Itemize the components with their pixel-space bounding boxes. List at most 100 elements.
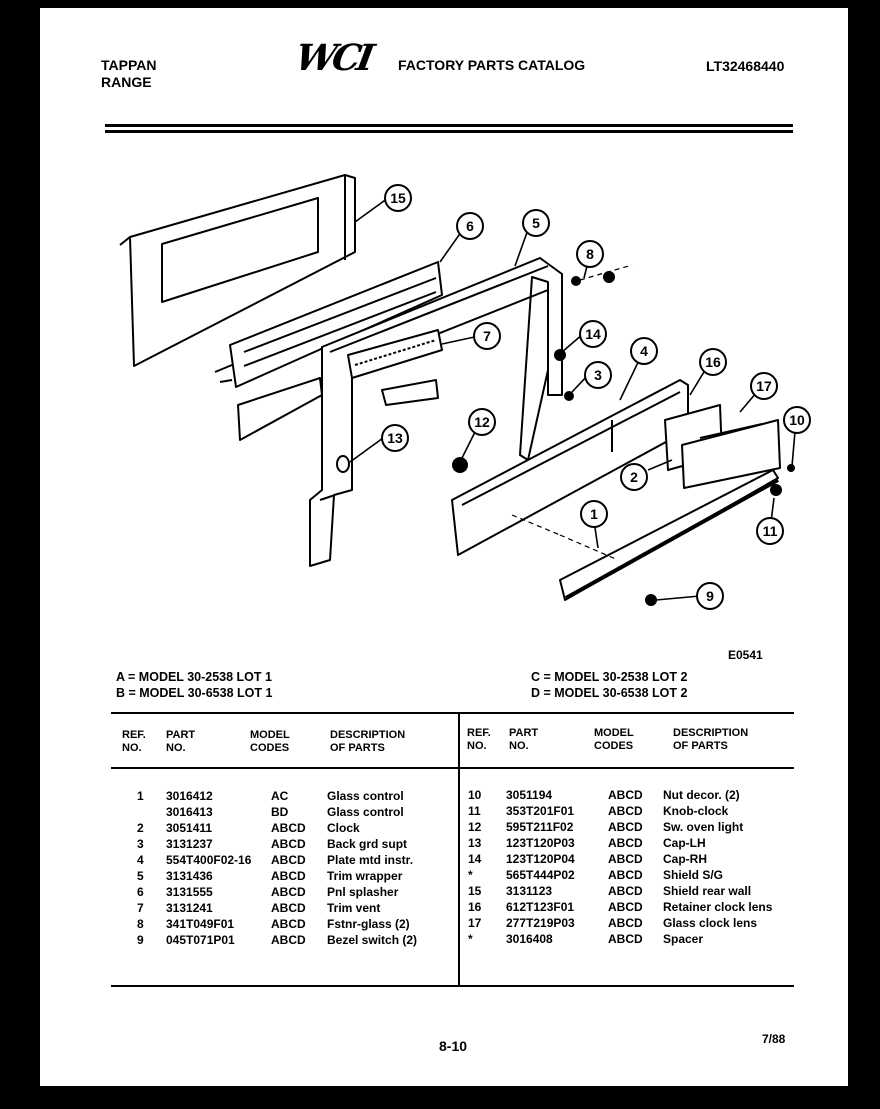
cell-desc: Trim wrapper: [327, 869, 403, 883]
cell-desc: Sw. oven light: [663, 820, 744, 834]
cell-part: 045T071P01: [166, 933, 235, 947]
callout-number: 13: [387, 430, 403, 446]
table-header-rule: [111, 767, 794, 769]
cell-desc: Retainer clock lens: [663, 900, 773, 914]
callout-number: 8: [586, 246, 594, 262]
cell-desc: Glass clock lens: [663, 916, 758, 930]
cell-part: 3051411: [166, 821, 213, 835]
cell-codes: ABCD: [608, 916, 643, 930]
cell-part: 3131241: [166, 901, 213, 915]
cell-codes: ABCD: [271, 869, 306, 883]
callout-number: 11: [763, 523, 778, 539]
callout-circle: [579, 320, 607, 348]
cell-part: 353T201F01: [506, 804, 575, 818]
cell-codes: ABCD: [271, 837, 306, 851]
cell-desc: Back grd supt: [327, 837, 408, 851]
callout-circle: [620, 463, 648, 491]
callout-circle: [384, 184, 412, 212]
cell-desc: Plate mtd instr.: [327, 853, 414, 867]
cell-ref: *: [468, 932, 473, 946]
callout-number: 6: [466, 218, 474, 234]
callout-number: 16: [705, 354, 721, 370]
callout-circle: [630, 337, 658, 365]
callout-circle: [580, 500, 608, 528]
cell-codes: ABCD: [271, 917, 306, 931]
cell-codes: ABCD: [271, 933, 306, 947]
part-plate-mtd-instr: [451, 379, 689, 556]
col-head-ref-right: REF.NO.: [467, 727, 491, 752]
page-number: 8-10: [439, 1038, 468, 1054]
cell-codes: ABCD: [608, 932, 643, 946]
cell-desc: Glass control: [327, 789, 404, 803]
table-bottom-rule: [111, 985, 794, 987]
cell-desc: Spacer: [663, 932, 704, 946]
cell-ref: 11: [468, 804, 481, 818]
callout-circle: [473, 322, 501, 350]
callout-number: 1: [590, 506, 598, 522]
callout-circle: [696, 582, 724, 610]
part-trim-vent: [347, 329, 443, 406]
callout-number: 2: [630, 469, 638, 485]
alignment-lines: [511, 264, 633, 561]
callout-circle: [699, 348, 727, 376]
cell-ref: *: [468, 868, 473, 882]
callout-circle: [381, 424, 409, 452]
cell-part: 554T400F02-16: [166, 853, 252, 867]
callout-number: 10: [789, 412, 805, 428]
cell-part: 3051194: [506, 788, 553, 802]
cell-ref: 10: [468, 788, 482, 802]
header-rule-top: [105, 124, 793, 127]
cell-codes: ABCD: [608, 884, 643, 898]
cell-desc: Glass control: [327, 805, 404, 819]
cell-codes: ABCD: [271, 901, 306, 915]
part-clock-assembly: [664, 404, 781, 489]
cell-ref: 6: [137, 885, 144, 899]
model-d: D = MODEL 30-6538 LOT 2: [531, 686, 688, 700]
col-head-ref-left: REF.NO.: [122, 729, 146, 754]
callout-number: 12: [474, 414, 490, 430]
cell-desc: Pnl splasher: [327, 885, 399, 899]
cell-part: 3016413: [166, 805, 213, 819]
cell-ref: 7: [137, 901, 144, 915]
cell-part: 565T444P02: [506, 868, 575, 882]
cell-desc: Cap-LH: [663, 836, 706, 850]
callout-circle: [750, 372, 778, 400]
callout-number: 7: [483, 328, 491, 344]
cell-codes: ABCD: [271, 853, 306, 867]
model-a: A = MODEL 30-2538 LOT 1: [116, 670, 272, 684]
cell-codes: ABCD: [608, 852, 643, 866]
cell-ref: 17: [468, 916, 482, 930]
brand-line-1: TAPPAN: [101, 57, 157, 73]
cell-part: 3131436: [166, 869, 213, 883]
cell-ref: 9: [137, 933, 144, 947]
callout-number: 15: [390, 190, 406, 206]
cell-ref: 8: [137, 917, 144, 931]
cell-ref: 14: [468, 852, 482, 866]
part-fasteners: [336, 271, 795, 606]
cell-part: 3131555: [166, 885, 213, 899]
callout-circle: [584, 361, 612, 389]
cell-ref: 13: [468, 836, 482, 850]
catalog-number: LT32468440: [706, 58, 785, 74]
cell-ref: 5: [137, 869, 144, 883]
callout-circle: [456, 212, 484, 240]
model-c: C = MODEL 30-2538 LOT 2: [531, 670, 688, 684]
callout-number: 3: [594, 367, 602, 383]
cell-codes: ABCD: [608, 788, 643, 802]
cell-ref: 16: [468, 900, 482, 914]
cell-desc: Bezel switch (2): [327, 933, 418, 947]
cell-part: 595T211F02: [506, 820, 574, 834]
part-trim-wrapper: [309, 257, 563, 567]
part-glass-control: [559, 469, 779, 601]
cell-part: 3131237: [166, 837, 213, 851]
diagram-id-code: E0541: [728, 648, 763, 662]
cell-codes: AC: [271, 789, 289, 803]
cell-codes: ABCD: [271, 885, 306, 899]
cell-ref: 1: [137, 789, 144, 803]
cell-codes: ABCD: [608, 868, 643, 882]
